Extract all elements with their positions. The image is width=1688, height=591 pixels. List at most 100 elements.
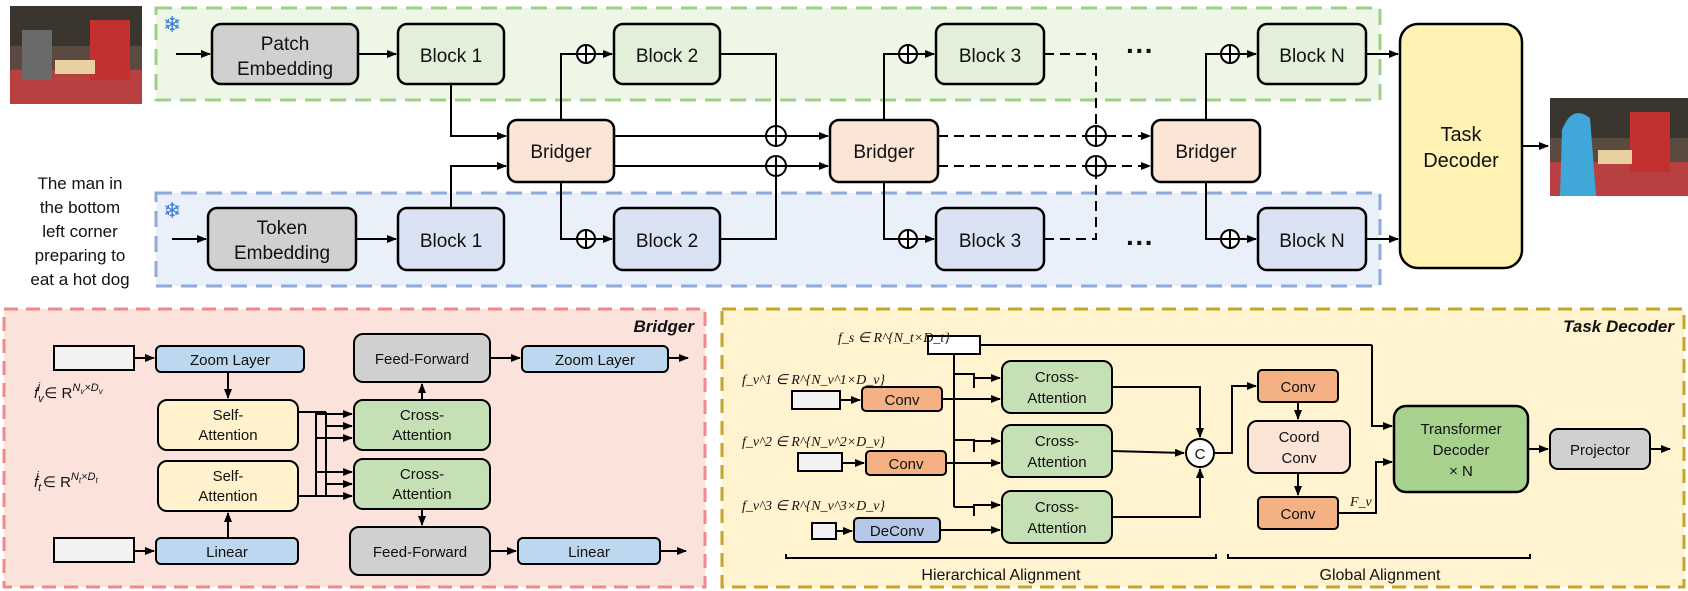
add-icon-cross xyxy=(577,45,1239,248)
decoder-panel-connectors xyxy=(785,344,1671,559)
svg-text:f_v^1 ∈ R^{N_v^1×D_v}: f_v^1 ∈ R^{N_v^1×D_v} xyxy=(742,373,885,388)
conv-top: Conv xyxy=(1257,369,1339,403)
zoom-layer-input: Zoom Layer xyxy=(155,345,305,373)
bridger-2: Bridger xyxy=(828,118,940,184)
svg-text:Block N: Block N xyxy=(1279,231,1344,252)
svg-text:Linear: Linear xyxy=(568,544,610,561)
transformer-decoder: Transformer Decoder × N xyxy=(1392,404,1530,494)
svg-text:Conv: Conv xyxy=(1281,450,1317,467)
token-embedding-box: Token Embedding xyxy=(206,206,358,272)
fv3-label: f_v^3 ∈ R^{N_v^3×D_v} xyxy=(742,499,885,514)
svg-text:Cross-: Cross- xyxy=(1035,499,1079,516)
svg-text:Conv: Conv xyxy=(1280,379,1316,396)
patch-embedding-box: Patch Embedding xyxy=(210,22,360,86)
svg-text:× N: × N xyxy=(1449,463,1473,480)
svg-text:Attention: Attention xyxy=(392,486,451,503)
svg-text:f_v^2 ∈ R^{N_v^2×D_v}: f_v^2 ∈ R^{N_v^2×D_v} xyxy=(742,435,885,450)
vision-block-2: Block 2 xyxy=(612,22,722,86)
svg-text:Cross-: Cross- xyxy=(400,466,444,483)
svg-text:Cross-: Cross- xyxy=(400,407,444,424)
text-block-1: Block 1 xyxy=(396,206,506,272)
input-image xyxy=(10,6,142,104)
svg-text:Block 2: Block 2 xyxy=(636,46,698,67)
svg-text:Attention: Attention xyxy=(392,427,451,444)
ellipsis-bottom: ··· xyxy=(1126,227,1154,258)
svg-text:Projector: Projector xyxy=(1570,442,1630,459)
snowflake-icon: ❄ xyxy=(163,198,181,223)
conv-bottom: Conv xyxy=(1257,496,1339,530)
svg-text:Decoder: Decoder xyxy=(1423,150,1499,172)
dashed-connectors xyxy=(938,53,1151,240)
snowflake-icon: ❄ xyxy=(163,12,181,37)
token-embedding-label: Token xyxy=(257,218,308,239)
svg-text:Attention: Attention xyxy=(1027,454,1086,471)
global-alignment-label: Global Alignment xyxy=(1320,567,1442,584)
svg-text:Block 1: Block 1 xyxy=(420,231,482,252)
svg-text:Block N: Block N xyxy=(1279,46,1344,67)
svg-text:Attention: Attention xyxy=(1027,520,1086,537)
svg-text:Coord: Coord xyxy=(1279,429,1320,446)
ft-label: fti ∈ RNt×Dt xyxy=(34,470,98,494)
svg-text:Block 3: Block 3 xyxy=(959,46,1021,67)
fv2-label: f_v^2 ∈ R^{N_v^2×D_v} xyxy=(742,435,885,450)
cross-attention-text: Cross- Attention xyxy=(353,458,491,510)
self-attention-vision: Self- Attention xyxy=(157,399,299,451)
projector: Projector xyxy=(1549,428,1651,470)
linear-output: Linear xyxy=(517,537,661,565)
svg-text:Block 3: Block 3 xyxy=(959,231,1021,252)
svg-text:Attention: Attention xyxy=(1027,390,1086,407)
fv-output-label: F_v xyxy=(1349,495,1373,510)
bridger-panel-title: Bridger xyxy=(634,317,696,336)
svg-text:Task: Task xyxy=(1440,124,1482,146)
svg-text:C: C xyxy=(1195,446,1206,463)
vision-feature-input xyxy=(53,345,135,371)
visual-feature-3-input xyxy=(811,522,837,540)
svg-text:Cross-: Cross- xyxy=(1035,433,1079,450)
visual-feature-1-input xyxy=(791,390,841,410)
svg-text:f_s ∈ R^{N_t×D_t}: f_s ∈ R^{N_t×D_t} xyxy=(838,331,950,346)
svg-text:Transformer: Transformer xyxy=(1420,421,1501,438)
text-block-2: Block 2 xyxy=(612,206,722,272)
fs-label: f_s ∈ R^{N_t×D_t} xyxy=(838,331,950,346)
cross-attention-3: Cross- Attention xyxy=(1001,490,1113,544)
caption-line: left corner xyxy=(42,222,118,241)
task-decoder-panel-title: Task Decoder xyxy=(1563,317,1675,336)
fv-label: fvi ∈ RNv×Dv xyxy=(34,381,104,405)
ellipsis-top: ··· xyxy=(1126,35,1154,66)
feed-forward-text: Feed-Forward xyxy=(349,526,491,576)
svg-text:Self-: Self- xyxy=(213,468,244,485)
caption-line: the bottom xyxy=(39,198,121,217)
patch-embedding-label: Embedding xyxy=(237,59,333,80)
svg-text:Block 1: Block 1 xyxy=(420,46,482,67)
caption-line: The man in xyxy=(37,174,123,193)
fv1-label: f_v^1 ∈ R^{N_v^1×D_v} xyxy=(742,373,885,388)
cross-attention-1: Cross- Attention xyxy=(1001,360,1113,414)
svg-text:Attention: Attention xyxy=(198,427,257,444)
text-block-n: Block N xyxy=(1256,206,1368,272)
svg-text:Zoom Layer: Zoom Layer xyxy=(190,352,270,369)
svg-text:f_v^3 ∈ R^{N_v^3×D_v}: f_v^3 ∈ R^{N_v^3×D_v} xyxy=(742,499,885,514)
output-image xyxy=(1550,98,1688,196)
coord-conv: Coord Conv xyxy=(1247,420,1351,474)
zoom-layer-output: Zoom Layer xyxy=(521,345,669,373)
svg-text:fti ∈ RNt×Dt: fti ∈ RNt×Dt xyxy=(34,470,98,494)
svg-text:Cross-: Cross- xyxy=(1035,369,1079,386)
cross-attention-2: Cross- Attention xyxy=(1001,424,1113,478)
task-decoder-box: Task Decoder xyxy=(1398,22,1524,270)
conv-1: Conv xyxy=(861,386,943,412)
caption-line: eat a hot dog xyxy=(30,270,130,289)
top-connectors xyxy=(172,50,1549,243)
feed-forward-vision: Feed-Forward xyxy=(353,333,491,383)
text-block-3: Block 3 xyxy=(934,206,1046,272)
svg-text:Self-: Self- xyxy=(213,407,244,424)
caption-line: preparing to xyxy=(34,246,126,265)
vision-block-n: Block N xyxy=(1256,22,1368,86)
linear-input: Linear xyxy=(155,537,299,565)
svg-text:Attention: Attention xyxy=(198,488,257,505)
concat-node: C xyxy=(1185,438,1215,468)
bridger-n: Bridger xyxy=(1150,118,1262,184)
patch-embedding-label: Patch xyxy=(261,34,310,55)
bridger-panel-connectors xyxy=(134,354,689,555)
vision-block-3: Block 3 xyxy=(934,22,1046,86)
svg-text:Feed-Forward: Feed-Forward xyxy=(375,351,469,368)
